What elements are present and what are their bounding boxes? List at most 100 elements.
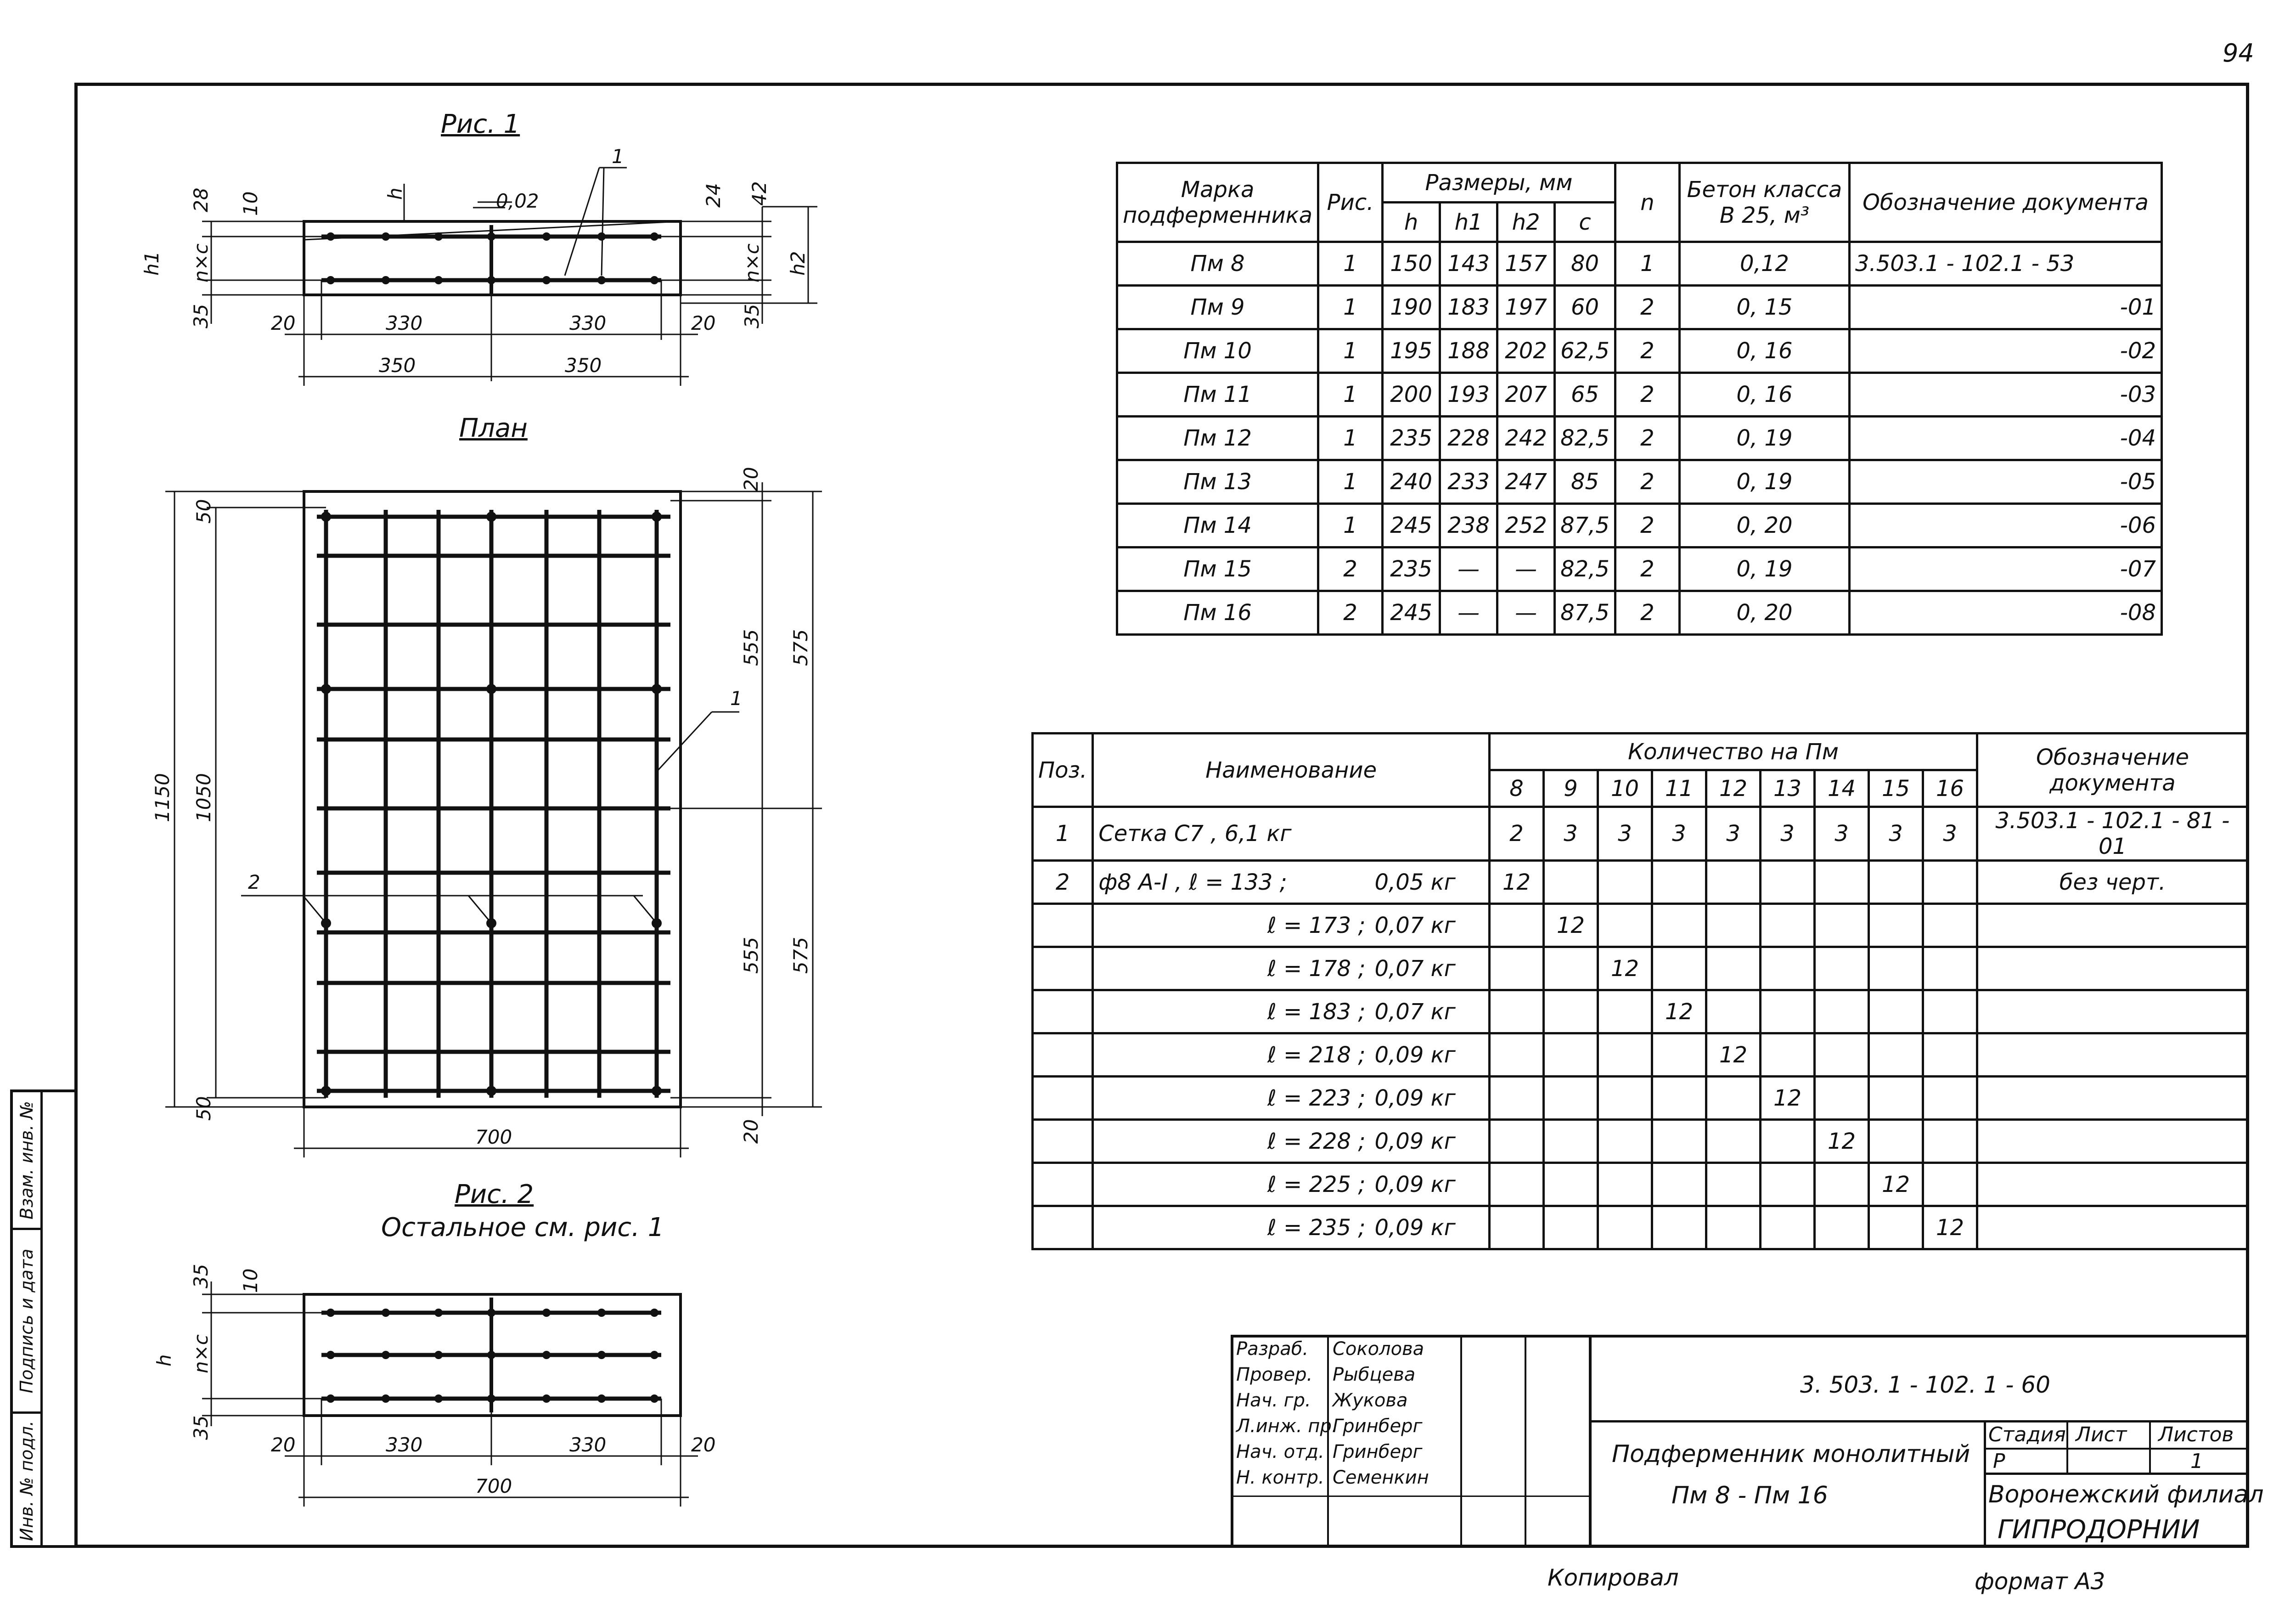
qty-cell bbox=[1542, 1205, 1599, 1250]
pos-cell bbox=[1031, 1032, 1094, 1078]
qty-cell: 12 bbox=[1868, 1162, 1924, 1207]
fig1-dim-350-b: 350 bbox=[565, 354, 602, 377]
n-cell: 2 bbox=[1614, 590, 1681, 636]
signer-role: Нач. отд. bbox=[1236, 1441, 1324, 1462]
volume-cell: 0, 19 bbox=[1678, 459, 1851, 505]
qty-cell bbox=[1705, 946, 1761, 991]
marks-table: Марка подферменника Рис. Размеры, мм n Б… bbox=[1115, 162, 2163, 636]
doc-cell: -02 bbox=[1848, 328, 2163, 374]
fig1-dim-35-right: 35 bbox=[741, 304, 763, 328]
fig2-dim-20-left: 20 bbox=[271, 1434, 295, 1456]
fig2-dim-20-right: 20 bbox=[691, 1434, 715, 1456]
fig2-dim-330-a: 330 bbox=[386, 1434, 422, 1456]
name-cell: ℓ = 183 ; bbox=[1092, 989, 1370, 1034]
qty-cell: 12 bbox=[1488, 859, 1545, 905]
qty-cell: 3 bbox=[1651, 806, 1707, 862]
qty-cell: 3 bbox=[1922, 806, 1978, 862]
pos-cell: 2 bbox=[1031, 859, 1094, 905]
fig1-dim-42: 42 bbox=[748, 181, 771, 206]
plan-drawing bbox=[165, 482, 822, 1157]
qty-cell bbox=[1488, 1032, 1545, 1078]
c-cell: 87,5 bbox=[1553, 590, 1616, 636]
copied-label: Копировал bbox=[1548, 1564, 1679, 1591]
qty-cell bbox=[1868, 859, 1924, 905]
qty-cell bbox=[1488, 989, 1545, 1034]
qty-cell bbox=[1705, 1205, 1761, 1250]
doc-name-line2: Пм 8 - Пм 16 bbox=[1671, 1482, 1828, 1509]
n-cell: 2 bbox=[1614, 372, 1681, 418]
mass-cell: 0,09 кг bbox=[1370, 1032, 1491, 1078]
fig-cell: 1 bbox=[1317, 415, 1384, 461]
mass-cell: 0,09 кг bbox=[1370, 1162, 1491, 1207]
plan-dim-20-bottom: 20 bbox=[740, 1119, 762, 1144]
spec-doc-cell bbox=[1976, 989, 2249, 1034]
h1-cell: 188 bbox=[1439, 328, 1499, 374]
spec-doc-cell bbox=[1976, 1075, 2249, 1121]
qty-cell bbox=[1542, 989, 1599, 1034]
pos-cell bbox=[1031, 1118, 1094, 1164]
signer-role: Провер. bbox=[1236, 1364, 1313, 1385]
doc-cell: -08 bbox=[1848, 590, 2163, 636]
fig1-dim-h: h bbox=[384, 187, 406, 200]
fig1-dim-nxc-left: n×c bbox=[190, 243, 212, 282]
dimension-texts: 28 10 h 0,02 24 42 h1 n×c n×c h2 35 35 2… bbox=[141, 145, 812, 1497]
side-divider bbox=[40, 1092, 43, 1545]
h2-cell: 242 bbox=[1496, 415, 1556, 461]
h2-cell: 247 bbox=[1496, 459, 1556, 505]
h1-cell: 143 bbox=[1439, 241, 1499, 287]
qty-cell: 12 bbox=[1813, 1118, 1870, 1164]
name-cell: ℓ = 178 ; bbox=[1092, 946, 1370, 991]
fig1-dim-h2: h2 bbox=[787, 251, 809, 276]
qty-cell bbox=[1542, 1118, 1599, 1164]
mass-cell: 0,09 кг bbox=[1370, 1118, 1491, 1164]
fig2-dim-330-b: 330 bbox=[569, 1434, 606, 1456]
c-cell: 80 bbox=[1553, 241, 1616, 287]
plan-dim-575-a: 575 bbox=[789, 629, 812, 666]
fig1-dim-h1: h1 bbox=[141, 251, 163, 276]
qty-cell: 3 bbox=[1542, 806, 1599, 862]
stage-value: Р bbox=[1993, 1450, 2005, 1473]
qty-cell bbox=[1705, 1118, 1761, 1164]
c-cell: 65 bbox=[1553, 372, 1616, 418]
qty-cell: 12 bbox=[1597, 946, 1653, 991]
h1-cell: 183 bbox=[1439, 284, 1499, 330]
qty-cell: 12 bbox=[1759, 1075, 1816, 1121]
doc-cell: -05 bbox=[1848, 459, 2163, 505]
qty-col-header: 9 bbox=[1542, 769, 1599, 808]
plan-leader-2: 2 bbox=[248, 871, 260, 893]
name-cell: ℓ = 223 ; bbox=[1092, 1075, 1370, 1121]
h-cell: 190 bbox=[1381, 284, 1441, 330]
pos-cell bbox=[1031, 989, 1094, 1034]
fig2-dim-nxc: n×c bbox=[190, 1334, 212, 1373]
fig2-drawing bbox=[202, 1281, 698, 1507]
spec-doc-cell bbox=[1976, 1032, 2249, 1078]
qty-cell bbox=[1813, 1032, 1870, 1078]
plan-dim-700: 700 bbox=[475, 1126, 512, 1148]
name-cell: ℓ = 218 ; bbox=[1092, 1032, 1370, 1078]
qty-cell bbox=[1705, 903, 1761, 948]
spec-doc-cell: 3.503.1 - 102.1 - 81 - 01 bbox=[1976, 806, 2249, 862]
sheets-label: Листов bbox=[2158, 1423, 2234, 1446]
qty-cell bbox=[1651, 859, 1707, 905]
fig2-subtitle: Остальное см. рис. 1 bbox=[381, 1213, 664, 1242]
qty-cell bbox=[1705, 989, 1761, 1034]
h-cell: 150 bbox=[1381, 241, 1441, 287]
mass-cell: 0,05 кг bbox=[1370, 859, 1491, 905]
fig-cell: 1 bbox=[1317, 241, 1384, 287]
fig2-dim-35-bottom: 35 bbox=[190, 1416, 212, 1440]
name-cell: ф8 А-I , ℓ = 133 ; bbox=[1092, 859, 1370, 905]
h1-cell: 233 bbox=[1439, 459, 1499, 505]
qty-cell bbox=[1922, 946, 1978, 991]
